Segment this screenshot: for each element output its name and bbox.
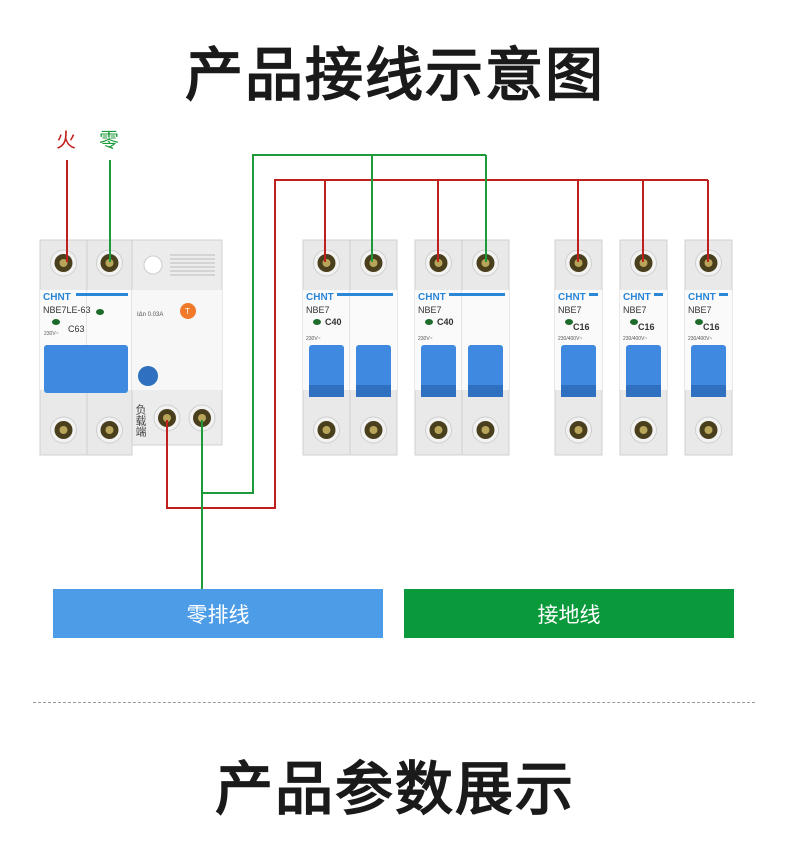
- spec-label: 230/400V~: [558, 336, 582, 342]
- neutral-busbar-label: 零排线: [186, 602, 250, 627]
- test-button[interactable]: [180, 303, 196, 319]
- screw-head: [434, 259, 443, 267]
- toggle-handle: [309, 345, 344, 395]
- screw-head: [369, 259, 378, 267]
- toggle-handle: [561, 345, 596, 395]
- rating-label: C16: [638, 322, 655, 332]
- spec-label: 230/400V~: [623, 336, 647, 342]
- brand-stripe: [719, 293, 728, 296]
- brand-logo: CHNT: [306, 292, 334, 303]
- reset-button[interactable]: [138, 366, 158, 386]
- toggle-handle: [356, 345, 391, 395]
- screw-head: [574, 259, 583, 267]
- handle-base: [356, 385, 391, 397]
- handle-base: [468, 385, 503, 397]
- section-divider: [33, 702, 755, 703]
- model-label: NBE7: [306, 305, 330, 315]
- screw-head: [704, 426, 713, 434]
- toggle-handle: [691, 345, 726, 395]
- indicator-icon: [695, 319, 703, 325]
- indicator-icon: [96, 309, 104, 315]
- ground-busbar: 接地线: [404, 589, 734, 638]
- screw-head: [59, 426, 68, 434]
- rcd-window: [143, 255, 163, 275]
- toggle-handle: [44, 345, 128, 393]
- spec-label: 230/400V~: [688, 336, 712, 342]
- screw-head: [434, 426, 443, 434]
- brand-stripe: [76, 293, 128, 296]
- rating-label: C16: [703, 322, 720, 332]
- params-title: 产品参数展示: [214, 755, 575, 823]
- indicator-icon: [425, 319, 433, 325]
- brand-stripe: [337, 293, 393, 296]
- spec-label: 230V~: [418, 336, 433, 342]
- rating-label: C16: [573, 322, 590, 332]
- neutral-distribution-wire: [202, 154, 486, 494]
- wiring-diagram-title: 产品接线示意图: [184, 41, 605, 109]
- model-label: NBE7: [688, 305, 712, 315]
- handle-base: [561, 385, 596, 397]
- screw-head: [59, 259, 68, 267]
- brand-logo: CHNT: [623, 292, 651, 303]
- screw-head: [322, 426, 331, 434]
- screw-head: [639, 426, 648, 434]
- spec-label: 230V~: [44, 331, 59, 337]
- toggle-handle: [626, 345, 661, 395]
- rating-label: C63: [68, 324, 85, 334]
- brand-logo: CHNT: [43, 292, 71, 303]
- screw-head: [163, 414, 171, 422]
- live-output-wire: [166, 179, 708, 509]
- screw-head: [105, 426, 114, 434]
- brand-logo: CHNT: [688, 292, 716, 303]
- rcd-spec-label: IΔn 0.03A: [137, 312, 163, 318]
- load-side-label: 负载端: [134, 404, 147, 437]
- model-label: NBE7LE-63: [43, 305, 91, 315]
- indicator-icon: [630, 319, 638, 325]
- rating-label: C40: [437, 317, 454, 327]
- indicator-icon: [565, 319, 573, 325]
- handle-base: [626, 385, 661, 397]
- screw-head: [704, 259, 713, 267]
- neutral-label: 零: [99, 128, 119, 152]
- screw-head: [481, 259, 490, 267]
- toggle-handle: [468, 345, 503, 395]
- model-label: NBE7: [418, 305, 442, 315]
- screw-head: [198, 414, 206, 422]
- neutral-busbar: 零排线: [53, 589, 383, 638]
- brand-stripe: [589, 293, 598, 296]
- brand-logo: CHNT: [418, 292, 446, 303]
- brand-logo: CHNT: [558, 292, 586, 303]
- handle-base: [309, 385, 344, 397]
- screw-head: [481, 426, 490, 434]
- screw-head: [105, 259, 114, 267]
- screw-head: [639, 259, 648, 267]
- live-label: 火: [56, 128, 76, 152]
- model-label: NBE7: [558, 305, 582, 315]
- ground-busbar-label: 接地线: [537, 602, 601, 627]
- test-button-label: T: [185, 307, 190, 316]
- indicator-icon: [313, 319, 321, 325]
- indicator-icon: [52, 319, 60, 325]
- toggle-handle: [421, 345, 456, 395]
- brand-stripe: [449, 293, 505, 296]
- screw-head: [574, 426, 583, 434]
- handle-base: [691, 385, 726, 397]
- handle-base: [421, 385, 456, 397]
- rating-label: C40: [325, 317, 342, 327]
- screw-head: [369, 426, 378, 434]
- screw-head: [322, 259, 331, 267]
- model-label: NBE7: [623, 305, 647, 315]
- spec-label: 230V~: [306, 336, 321, 342]
- brand-stripe: [654, 293, 663, 296]
